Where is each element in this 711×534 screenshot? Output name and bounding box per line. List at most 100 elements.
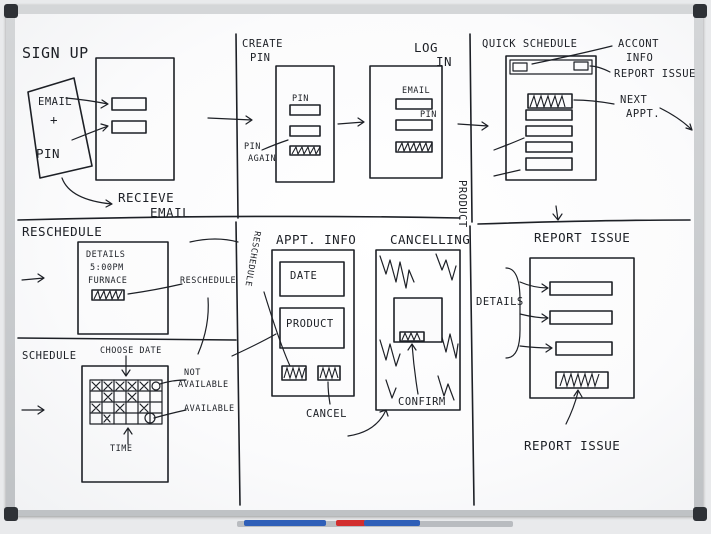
quick-slot-4 xyxy=(525,157,573,171)
flow-arrow-signup-create xyxy=(207,115,253,125)
report-screen xyxy=(529,257,635,399)
schedule-arrow-available xyxy=(153,409,187,419)
appt-info-title: APPT. INFO xyxy=(276,232,357,247)
login-screen xyxy=(369,65,443,179)
appt-product-label: PRODUCT xyxy=(286,318,334,330)
blue-marker xyxy=(244,520,326,526)
reschedule-button xyxy=(91,289,125,301)
divider-horizontal-2 xyxy=(17,337,237,341)
cancelling-title: CANCELLING xyxy=(390,232,471,247)
create-pin-screen xyxy=(275,65,335,183)
quick-arrow-out xyxy=(659,107,693,131)
schedule-not-1: NOT xyxy=(184,368,201,378)
blue-marker-2 xyxy=(364,520,420,526)
quick-screen xyxy=(505,55,597,181)
signup-card-pin: PIN xyxy=(36,146,61,161)
login-field-1 xyxy=(395,98,433,110)
reschedule-arrow-top xyxy=(189,238,239,243)
schedule-arrow-time xyxy=(123,427,133,445)
login-label-2: PIN xyxy=(420,110,437,120)
reschedule-arrow-label xyxy=(127,283,183,295)
report-arrow-1 xyxy=(519,281,549,293)
divider-vertical-1 xyxy=(235,33,241,506)
quick-account-2: INFO xyxy=(626,52,654,64)
reschedule-screen xyxy=(77,241,169,335)
appt-button-1 xyxy=(281,365,307,381)
appt-cancel-label: CANCEL xyxy=(306,408,347,420)
quick-slot-1 xyxy=(525,109,573,121)
signup-note-recieve: RECIEVE xyxy=(118,190,175,205)
signup-card-outline xyxy=(27,77,93,179)
cancelling-arrow-confirm xyxy=(407,343,419,395)
quick-report-button xyxy=(573,61,589,71)
quick-arrow-next xyxy=(573,99,615,105)
quick-next-2: APPT. xyxy=(626,108,661,120)
schedule-arrow-not-available xyxy=(159,379,187,385)
report-submit-hatch xyxy=(559,372,600,388)
create-pin-field-2 xyxy=(289,125,321,137)
reschedule-arrow-in xyxy=(21,273,45,283)
report-field-1 xyxy=(549,281,613,296)
report-bracket xyxy=(505,267,521,359)
quick-arrow-down xyxy=(552,205,563,221)
schedule-arrow-out xyxy=(231,333,277,357)
appt-date-label: DATE xyxy=(290,270,318,282)
report-issue-title: REPORT ISSUE xyxy=(534,230,631,245)
report-arrow-2 xyxy=(519,313,549,323)
appt-button-2 xyxy=(317,365,341,381)
create-pin-button-hatch xyxy=(291,145,321,156)
report-arrow-submit xyxy=(565,389,583,425)
reschedule-details-3: FURNACE xyxy=(88,276,128,286)
frame-corner-bottom-left xyxy=(4,507,18,521)
create-pin-arrow xyxy=(261,139,289,151)
appt-button-2-hatch xyxy=(319,366,339,380)
quick-next-1: NEXT xyxy=(620,94,648,106)
divider-horizontal-1 xyxy=(17,215,691,225)
frame-corner-top-left xyxy=(4,4,18,18)
reschedule-title: RESCHEDULE xyxy=(22,224,103,239)
cancelling-confirm-hatch xyxy=(401,331,421,342)
reschedule-details-1: DETAILS xyxy=(86,250,126,260)
reschedule-details-2: 5:00PM xyxy=(90,263,124,273)
schedule-available: AVAILABLE xyxy=(184,404,235,414)
appt-date-box xyxy=(279,261,345,297)
create-pin-label-1: PIN xyxy=(292,94,309,104)
report-details-label: DETAILS xyxy=(476,296,524,308)
schedule-arrow-in xyxy=(21,405,45,415)
appt-button-1-hatch xyxy=(283,366,306,380)
appt-product-box xyxy=(279,307,345,349)
reschedule-arrow-label: RESCHEDULE xyxy=(180,276,237,286)
quick-next-appt xyxy=(527,93,573,109)
quick-account-button xyxy=(512,62,528,72)
signup-arrow-1 xyxy=(65,97,109,109)
cancelling-screen xyxy=(375,249,461,411)
report-field-2 xyxy=(549,310,613,325)
report-field-3 xyxy=(555,341,613,356)
create-pin-label-2a: PIN xyxy=(244,142,261,152)
flow-arrow-create-login xyxy=(337,117,365,127)
schedule-title: SCHEDULE xyxy=(22,350,77,362)
signup-screen xyxy=(95,57,175,181)
schedule-arrow-date xyxy=(121,355,131,377)
login-title-1: LOG xyxy=(414,40,439,55)
quick-arrow-report xyxy=(589,65,611,73)
signup-arrow-2 xyxy=(71,123,109,141)
create-pin-label-2b: AGAIN xyxy=(248,154,277,164)
signup-note-email: EMAIL xyxy=(150,205,191,220)
login-button-hatch xyxy=(397,141,433,153)
cancelling-scribble xyxy=(379,253,459,401)
create-pin-button xyxy=(289,145,321,156)
quick-arrow-account xyxy=(531,45,613,65)
cancelling-confirm-button xyxy=(399,331,425,342)
calendar-grid xyxy=(89,379,163,425)
create-pin-title-1: CREATE xyxy=(242,38,283,50)
signup-field-1 xyxy=(111,97,147,111)
reschedule-button-hatch xyxy=(93,289,123,301)
login-label-1: EMAIL xyxy=(402,86,431,96)
quick-account-1: ACCONT xyxy=(618,38,659,50)
appt-to-cancel-arrow xyxy=(347,409,389,437)
schedule-screen xyxy=(81,365,169,483)
report-submit xyxy=(555,371,609,389)
quick-arrow-product xyxy=(493,137,525,177)
